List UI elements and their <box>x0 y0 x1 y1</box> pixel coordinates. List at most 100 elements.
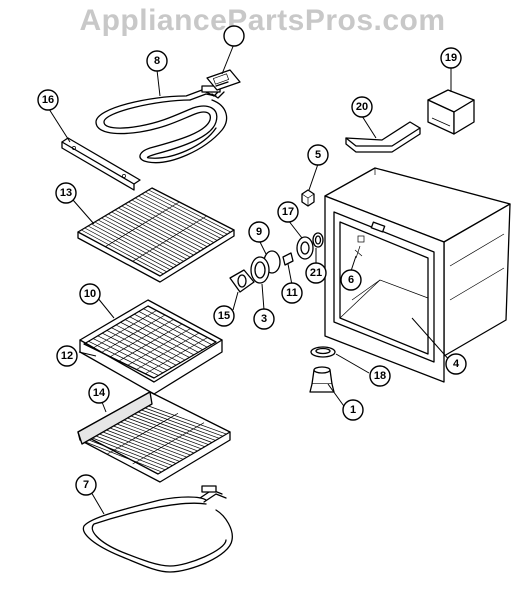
rack-lower-wire <box>123 419 202 450</box>
callout-1: 1 <box>342 399 364 421</box>
rack-top-wire <box>98 219 181 264</box>
broiler-grid-crossbar <box>145 337 208 375</box>
callout-4: 4 <box>445 353 467 375</box>
callout-10: 10 <box>79 283 101 305</box>
callout-label-14: 14 <box>93 387 106 399</box>
rack-lower-wire <box>113 425 191 456</box>
callout-14: 14 <box>88 382 110 404</box>
callout-8: 8 <box>146 50 168 72</box>
rack-top-wire <box>94 221 177 266</box>
rack-lower-wire <box>120 421 198 452</box>
broiler-grid-crossbar <box>92 310 157 349</box>
rack-top-wire <box>111 211 194 256</box>
callout-20: 20 <box>351 96 373 118</box>
rack-top-wire <box>131 199 214 243</box>
rack-lower-wire <box>141 409 220 439</box>
rack-top-wire <box>141 193 225 237</box>
bracket-bar <box>61 137 141 191</box>
callout-label-15: 15 <box>218 310 230 322</box>
callout-11: 11 <box>281 282 303 304</box>
rack-top-wire <box>91 223 174 268</box>
callout-label-4: 4 <box>453 358 460 370</box>
callout-label-17: 17 <box>282 206 294 218</box>
rack-lower-wire <box>130 415 209 445</box>
rack-top-wire <box>124 203 208 248</box>
rack-top-wire <box>138 195 221 239</box>
grommet-assembly <box>296 232 324 260</box>
rack-top-wire <box>114 209 198 254</box>
callout-label-20: 20 <box>356 101 368 113</box>
callout-19: 19 <box>440 47 462 69</box>
light-socket-parts <box>229 250 294 293</box>
callout-16: 16 <box>37 89 59 111</box>
callout-label-10: 10 <box>84 288 96 300</box>
broiler-pan <box>79 299 223 395</box>
rack-top-wire <box>118 207 201 252</box>
rack-top-wire <box>104 215 188 260</box>
broiler-grid-crossbar <box>118 323 183 362</box>
callout-label-21: 21 <box>310 267 322 279</box>
rack-top-wire <box>128 201 211 245</box>
rack-lower-wire <box>144 407 223 437</box>
rack-lower-wire <box>109 427 187 458</box>
rack-top-wire <box>108 213 191 258</box>
control-box <box>427 89 475 135</box>
callout-3: 3 <box>253 308 275 330</box>
rack-lower-crossbar <box>107 413 179 455</box>
rack-top-wire <box>145 191 228 235</box>
broiler-grid-crossbar <box>110 319 174 358</box>
light-lens-socket <box>309 346 336 393</box>
rack-lower-wire <box>106 429 184 460</box>
broiler-grid-crossbar <box>136 332 200 370</box>
broiler-grid-crossbar <box>101 314 166 353</box>
small-block <box>301 189 315 207</box>
rack-lower-wire <box>92 437 169 469</box>
callout-17: 17 <box>277 201 299 223</box>
callout-21: 21 <box>305 262 327 284</box>
oven-rack-lower <box>77 391 231 483</box>
callout-18: 18 <box>369 365 391 387</box>
callout-label-9: 9 <box>256 226 262 238</box>
rack-top-wire <box>101 217 184 262</box>
callout-9: 9 <box>248 221 270 243</box>
oven-cavity <box>324 167 511 383</box>
callout-6: 6 <box>340 269 362 291</box>
rack-lower-wire <box>127 417 205 448</box>
callout-12: 12 <box>56 345 78 367</box>
bake-element <box>82 485 233 573</box>
callout-label-8: 8 <box>154 55 160 67</box>
oven-rack-top <box>77 187 235 283</box>
callout-label-16: 16 <box>42 94 54 106</box>
callout-5: 5 <box>307 144 329 166</box>
rack-top-crossbar <box>105 201 180 247</box>
rack-top-wire <box>81 229 164 275</box>
rack-top-wire <box>87 225 171 271</box>
rack-lower-crossbar <box>132 422 205 465</box>
rack-top-wire <box>121 205 204 250</box>
callout-15: 15 <box>213 305 235 327</box>
callout-label-5: 5 <box>315 149 321 161</box>
callout-label-13: 13 <box>60 187 72 199</box>
callout-7: 7 <box>75 474 97 496</box>
callout-2 <box>223 25 245 47</box>
callout-label-11: 11 <box>286 287 298 299</box>
rack-lower-wire <box>85 441 162 473</box>
rack-lower-wire <box>137 411 216 441</box>
callout-label-3: 3 <box>261 313 267 325</box>
rack-top-wire <box>135 197 218 241</box>
callout-label-6: 6 <box>348 274 354 286</box>
rack-lower-wire <box>134 413 213 443</box>
callout-13: 13 <box>55 182 77 204</box>
callout-label-18: 18 <box>374 370 386 382</box>
broiler-grid-crossbar <box>127 328 191 366</box>
rack-lower-wire <box>88 439 166 471</box>
callout-label-7: 7 <box>83 479 89 491</box>
rack-lower-wire <box>102 431 180 462</box>
callout-label-1: 1 <box>350 404 356 416</box>
broil-element <box>95 85 228 164</box>
callout-label-12: 12 <box>61 350 73 362</box>
watermark-text: AppliancePartsPros.com <box>79 4 446 37</box>
rack-top-wire <box>84 227 167 273</box>
callout-label-19: 19 <box>445 52 457 64</box>
